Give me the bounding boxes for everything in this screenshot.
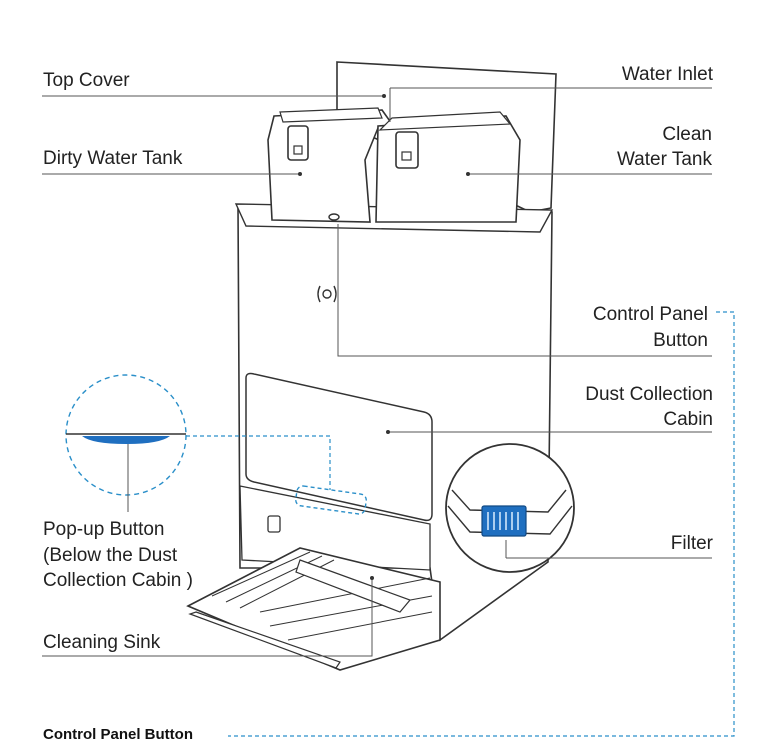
- callout-lines: [42, 87, 712, 657]
- label-cleaning-sink: Cleaning Sink: [43, 632, 161, 653]
- label-dust-collection-cabin-line1: Dust Collection: [585, 384, 713, 405]
- callout-dots: [298, 94, 470, 580]
- label-popup-button-line2: (Below the Dust: [43, 545, 178, 566]
- lower-opening: [239, 485, 431, 571]
- popup-button-highlight: [295, 485, 367, 515]
- label-clean-water-tank-line2: Water Tank: [616, 149, 712, 170]
- dirty-water-tank-shape: [267, 107, 394, 223]
- label-water-inlet: Water Inlet: [621, 64, 713, 85]
- label-clean-water-tank-line1: Clean: [662, 124, 712, 145]
- popup-button-magnifier: [65, 374, 187, 496]
- label-filter: Filter: [670, 533, 713, 554]
- side-latch: [267, 515, 281, 533]
- popup-button-shape: [82, 436, 170, 444]
- water-inlet-port: [328, 213, 340, 221]
- cleaning-sink-shape: [186, 547, 441, 671]
- control-panel-button-icon: [317, 285, 337, 303]
- label-control-panel-button-line1: Control Panel: [592, 304, 708, 325]
- label-control-panel-button-line2: Button: [653, 330, 708, 351]
- label-top-cover: Top Cover: [43, 70, 130, 91]
- clean-water-tank-shape: [375, 111, 521, 223]
- dust-collection-cabin-shape: [245, 372, 433, 522]
- filter-detail: [447, 489, 573, 537]
- footer-title: Control Panel Button: [43, 726, 193, 743]
- label-dust-collection-cabin-line2: Cabin: [663, 409, 713, 430]
- label-popup-button-line1: Pop-up Button: [43, 519, 165, 540]
- dashed-connectors: [186, 311, 735, 737]
- label-dirty-water-tank: Dirty Water Tank: [43, 148, 183, 169]
- label-popup-button-line3: Collection Cabin ): [43, 570, 193, 591]
